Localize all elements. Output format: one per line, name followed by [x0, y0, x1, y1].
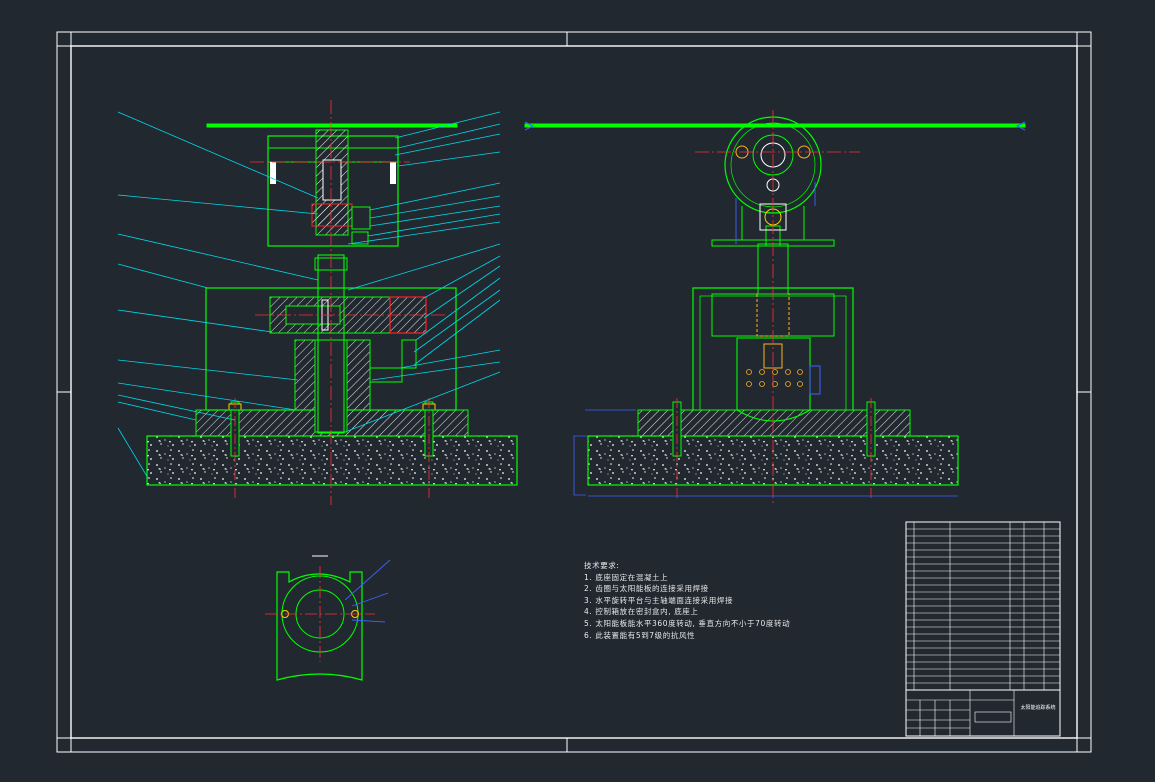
solar-panel-top — [206, 123, 458, 128]
concrete-foundation — [146, 435, 518, 486]
leader-lines-left — [117, 111, 319, 479]
note-2: 2. 齿圈与太阳能板的连接采用焊接 — [584, 584, 709, 594]
front-section-view — [117, 100, 518, 505]
detail-view — [265, 555, 391, 681]
notes-heading: 技术要求: — [584, 561, 620, 570]
leader-lines-right — [344, 111, 501, 433]
drawing-frame — [56, 31, 1092, 753]
parts-list — [905, 521, 1061, 737]
side-view — [524, 110, 1026, 505]
note-5: 5. 太阳能板能水平360度转动, 垂直方向不小于70度转动 — [584, 618, 791, 628]
note-3: 3. 水平旋转平台与主轴端面连接采用焊接 — [584, 595, 734, 605]
drawing-title: 太阳能追踪系统 — [1020, 705, 1056, 711]
note-4: 4. 控制箱放在密封盒内, 底座上 — [584, 607, 699, 617]
note-6: 6. 此装置能有5到7级的抗风性 — [584, 630, 696, 640]
note-1: 1. 底座固定在混凝土上 — [584, 572, 669, 582]
technical-requirements: 技术要求: 1. 底座固定在混凝土上 2. 齿圈与太阳能板的连接采用焊接 3. … — [584, 560, 790, 641]
